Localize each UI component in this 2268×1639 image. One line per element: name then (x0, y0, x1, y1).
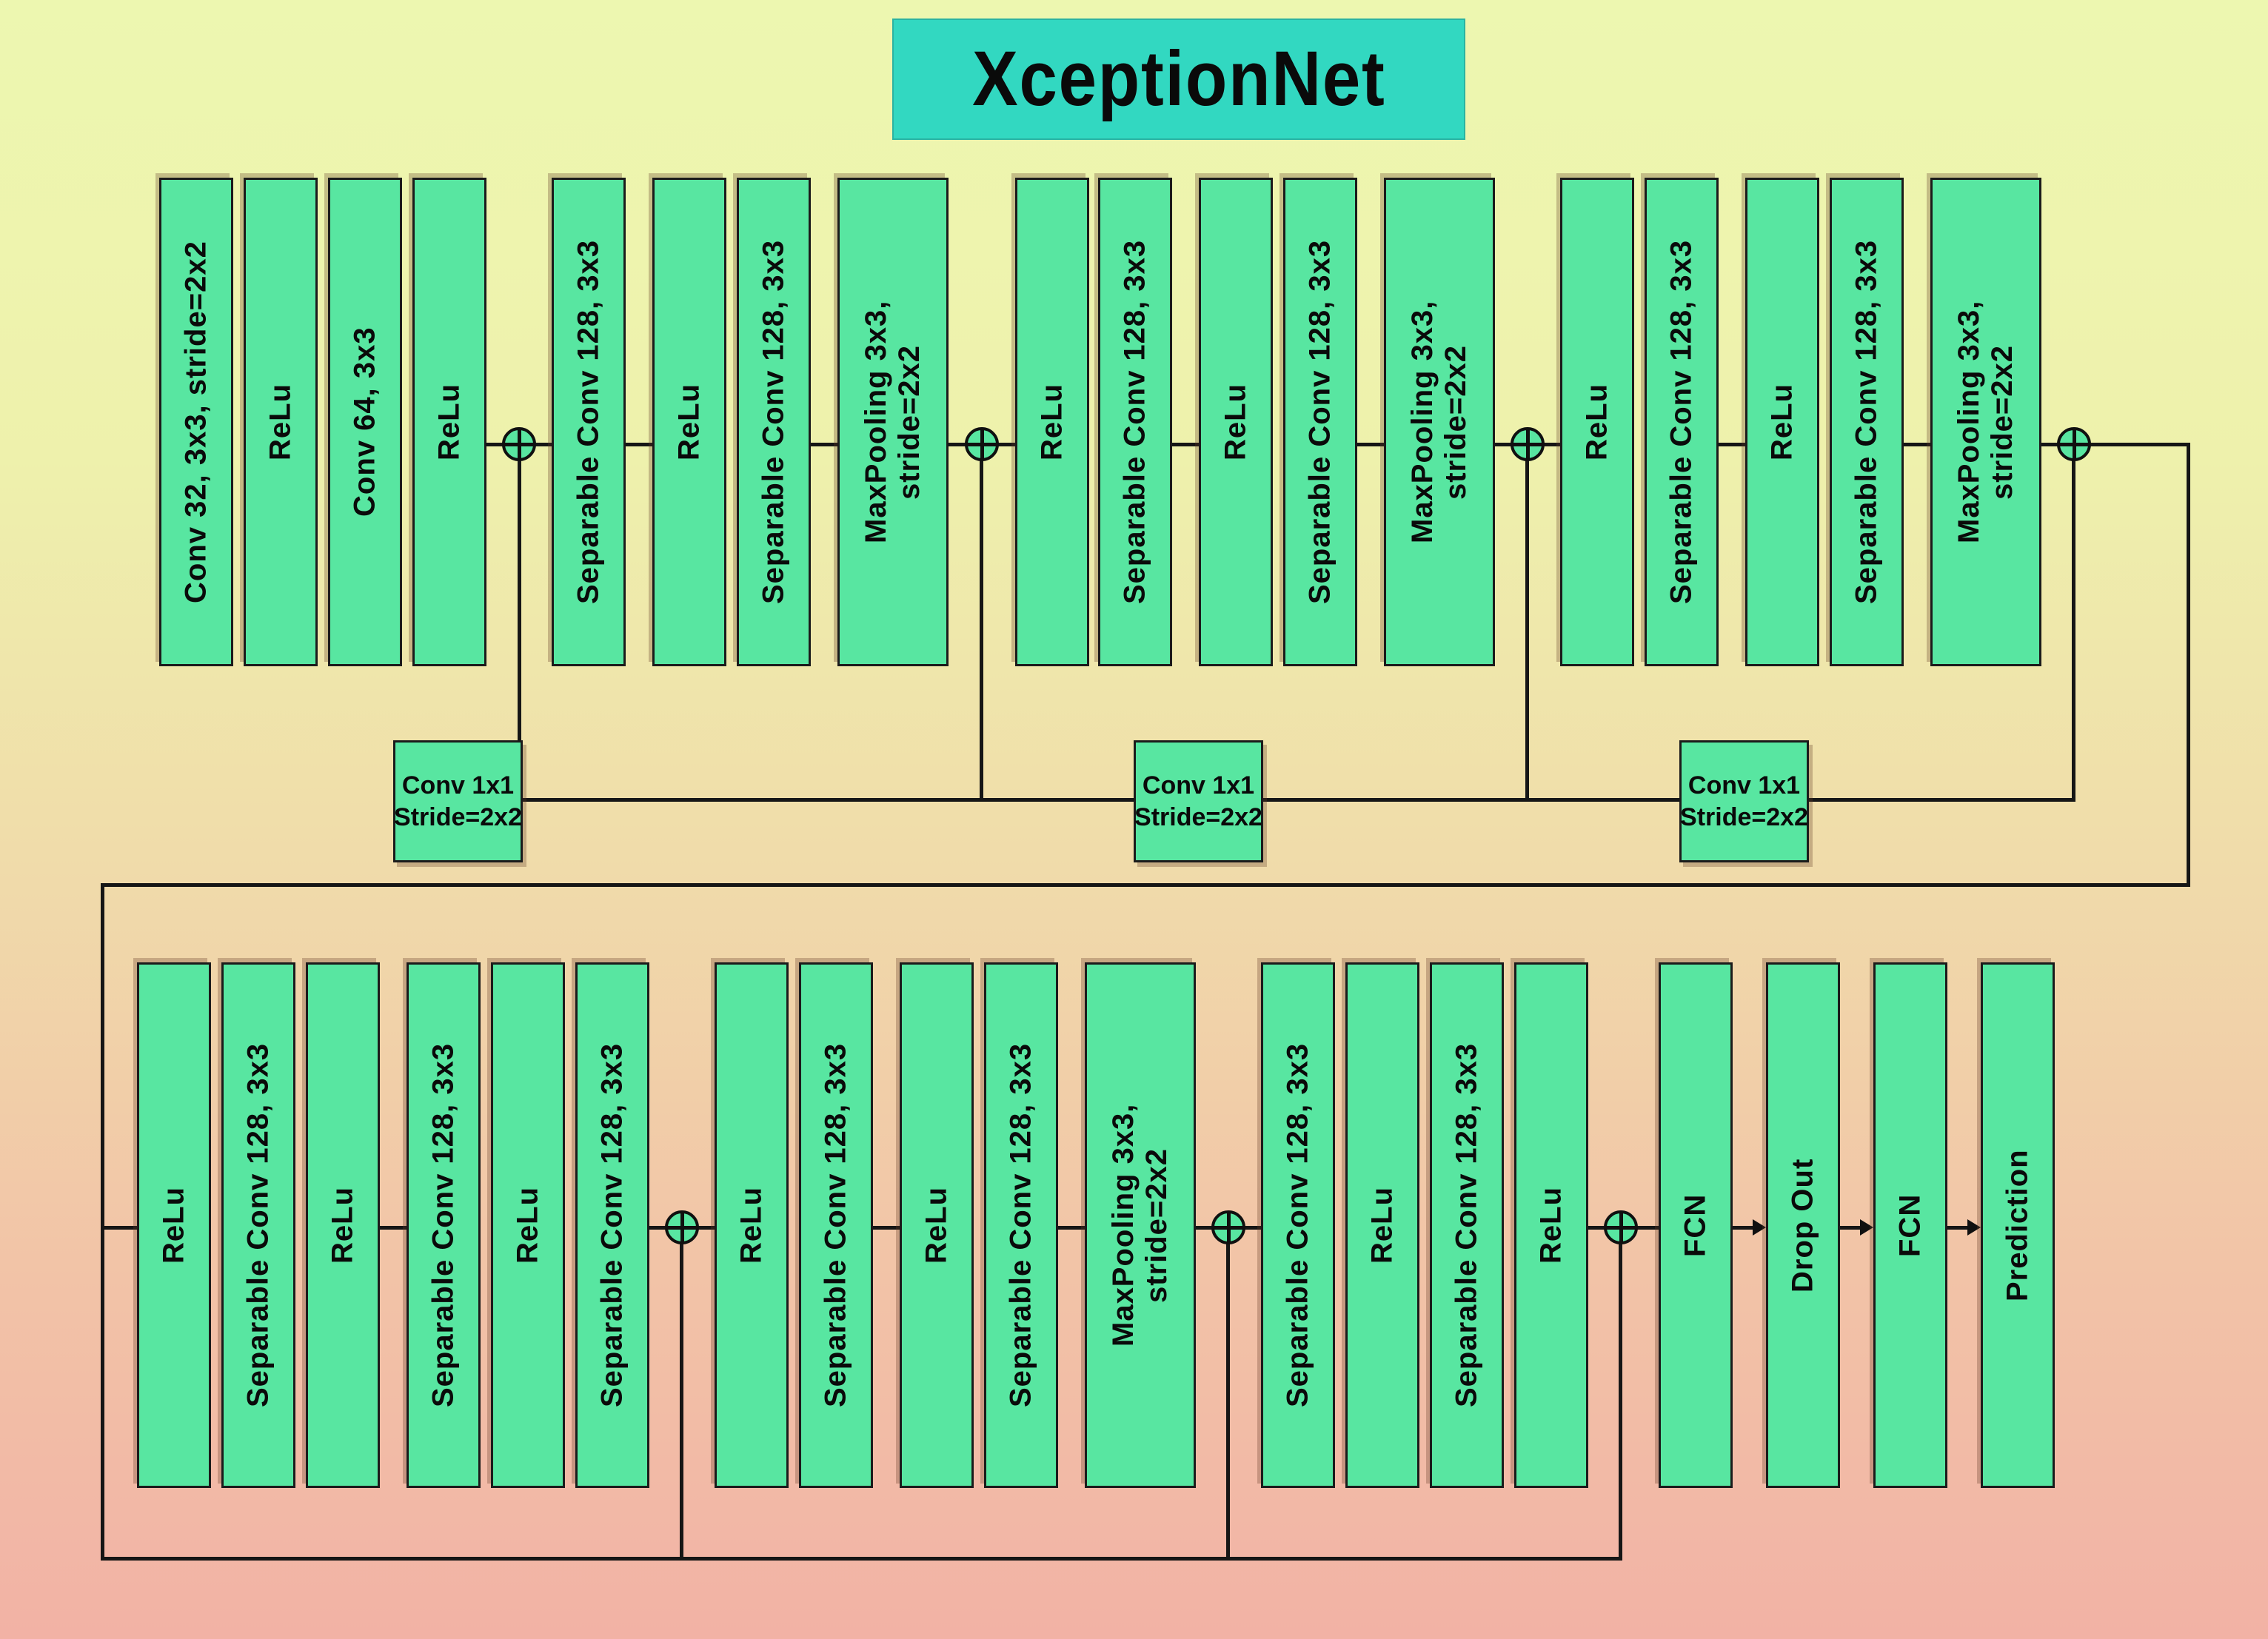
layer-fcn-block: FCN (1873, 962, 1947, 1488)
flow-line (1719, 443, 1745, 446)
flow-line (1904, 443, 1930, 446)
flow-line (1733, 1226, 1756, 1230)
skip-riser-line (1619, 1227, 1622, 1561)
flow-line (626, 443, 652, 446)
layer-relu-block: ReLu (137, 962, 211, 1488)
layer-sepconv-block: Separable Conv 128, 3x3 (1430, 962, 1504, 1488)
wrap-line (101, 1226, 139, 1230)
flow-line (873, 1226, 900, 1230)
add-junction-icon (665, 1210, 699, 1244)
add-junction-icon (965, 427, 999, 461)
layer-sepconv-block: Separable Conv 128, 3x3 (1830, 178, 1904, 666)
arrowhead-icon (1753, 1219, 1766, 1236)
layer-sepconv-block: Separable Conv 128, 3x3 (221, 962, 295, 1488)
layer-relu-block: ReLu (1345, 962, 1419, 1488)
add-junction-icon (502, 427, 536, 461)
wrap-line (101, 883, 104, 1561)
flow-line (1357, 443, 1384, 446)
layer-sepconv-block: Separable Conv 128, 3x3 (407, 962, 481, 1488)
skip-riser-line (1525, 444, 1529, 802)
flow-line (2041, 443, 2190, 446)
layer-sepconv-block: Separable Conv 128, 3x3 (737, 178, 811, 666)
layer-dropout-block: Drop Out (1766, 962, 1840, 1488)
layer-sepconv-block: Separable Conv 128, 3x3 (1645, 178, 1719, 666)
arrowhead-icon (1860, 1219, 1873, 1236)
flow-line (1172, 443, 1199, 446)
skip-line (1263, 798, 1681, 802)
skip-riser-line (2072, 444, 2075, 802)
flow-line (811, 443, 837, 446)
layer-maxpool-block: MaxPooling 3x3, stride=2x2 (1085, 962, 1196, 1488)
skip-conv1x1-box: Conv 1x1 Stride=2x2 (393, 740, 523, 862)
flow-line (1947, 1226, 1970, 1230)
add-junction-icon (1604, 1210, 1638, 1244)
add-junction-icon (1211, 1210, 1245, 1244)
layer-relu-block: ReLu (1199, 178, 1273, 666)
layer-relu-block: ReLu (244, 178, 318, 666)
skip-line (1809, 798, 2075, 802)
page-title: XceptionNet (971, 36, 1386, 122)
arrowhead-icon (1967, 1219, 1981, 1236)
layer-sepconv-block: Separable Conv 128, 3x3 (575, 962, 649, 1488)
skip-riser-line (1226, 1227, 1230, 1561)
layer-prediction-block: Prediction (1981, 962, 2055, 1488)
layer-maxpool-block: MaxPooling 3x3, stride=2x2 (1384, 178, 1495, 666)
layer-sepconv-block: Separable Conv 128, 3x3 (1261, 962, 1335, 1488)
layer-maxpool-block: MaxPooling 3x3, stride=2x2 (1930, 178, 2041, 666)
layer-relu-block: ReLu (306, 962, 380, 1488)
skip-line (523, 798, 1135, 802)
layer-sepconv-block: Separable Conv 128, 3x3 (984, 962, 1058, 1488)
add-junction-icon (1511, 427, 1545, 461)
skip-conv1x1-box: Conv 1x1 Stride=2x2 (1679, 740, 1809, 862)
layer-conv64-block: Conv 64, 3x3 (328, 178, 402, 666)
skip-riser-line (518, 444, 521, 744)
skip-riser-line (680, 1227, 683, 1561)
layer-relu-block: ReLu (491, 962, 565, 1488)
layer-relu-block: ReLu (900, 962, 974, 1488)
layer-relu-block: ReLu (1560, 178, 1634, 666)
title-box: XceptionNet (892, 19, 1465, 140)
skip-conv1x1-box: Conv 1x1 Stride=2x2 (1134, 740, 1263, 862)
wrap-line (101, 883, 2190, 887)
layer-relu-block: ReLu (412, 178, 486, 666)
skip-riser-line (980, 444, 983, 802)
layer-sepconv-block: Separable Conv 128, 3x3 (799, 962, 873, 1488)
layer-sepconv-block: Separable Conv 128, 3x3 (552, 178, 626, 666)
add-junction-icon (2057, 427, 2091, 461)
layer-sepconv-block: Separable Conv 128, 3x3 (1283, 178, 1357, 666)
layer-relu-block: ReLu (1745, 178, 1819, 666)
skip-line (101, 1557, 1622, 1561)
flow-line (1058, 1226, 1085, 1230)
layer-relu-block: ReLu (652, 178, 726, 666)
layer-relu-block: ReLu (1015, 178, 1089, 666)
layer-fcn-block: FCN (1659, 962, 1733, 1488)
layer-sepconv-block: Separable Conv 128, 3x3 (1098, 178, 1172, 666)
layer-conv32-block: Conv 32, 3x3, stride=2x2 (159, 178, 233, 666)
layer-maxpool-block: MaxPooling 3x3, stride=2x2 (837, 178, 949, 666)
wrap-line (2187, 443, 2190, 887)
flow-line (380, 1226, 407, 1230)
layer-relu-block: ReLu (1514, 962, 1588, 1488)
flow-line (1840, 1226, 1863, 1230)
layer-relu-block: ReLu (715, 962, 789, 1488)
